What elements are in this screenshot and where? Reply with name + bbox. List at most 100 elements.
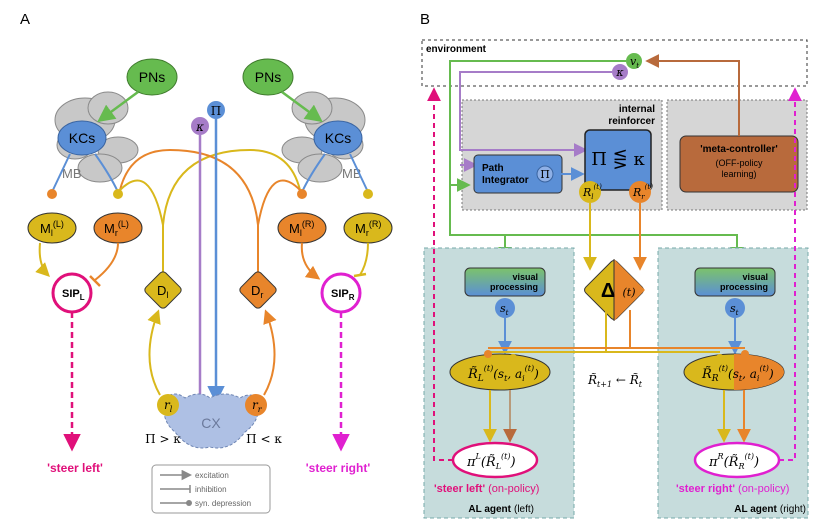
steer-left-label-b: 'steer left'(on-policy) <box>434 483 539 495</box>
sip-right-label: SIPR <box>331 288 355 302</box>
rl-node-b <box>579 181 601 203</box>
visual-processing-right <box>694 267 776 297</box>
panel-b-label: B <box>420 11 430 28</box>
steer-right-label-a: 'steer right' <box>306 461 371 475</box>
agent-left-label: AL agent(left) <box>468 504 534 515</box>
rr-label-b: Rr(t) <box>632 183 653 201</box>
dl-projection <box>162 148 301 272</box>
synapse-dot <box>484 350 492 358</box>
pi-lt-kappa: Π < κ <box>246 432 282 446</box>
pi-gt-kappa: Π > κ <box>145 432 181 446</box>
delta-label: Δ <box>601 280 615 302</box>
synapse-dot <box>113 189 123 199</box>
delta-node <box>584 259 645 321</box>
rl-label: rl <box>164 398 173 414</box>
agent-right-label: AL agent(right) <box>734 504 806 515</box>
vt-visual-line <box>449 60 744 261</box>
kappa-label-b: κ <box>615 66 624 79</box>
cx-shape <box>163 393 260 449</box>
kcs-label-right: KCs <box>325 130 351 146</box>
legend-box <box>151 464 271 514</box>
kcs-node-left <box>57 120 107 156</box>
pns-label-right: PNs <box>255 69 281 85</box>
rl-node <box>157 394 179 416</box>
kcs-node-right <box>313 120 363 156</box>
steer-right-loop <box>779 87 802 461</box>
synapse-dot <box>741 350 749 358</box>
compare-label: Π ⋚ κ <box>591 149 645 170</box>
pi-node-b <box>536 165 554 183</box>
pns-node-right <box>242 58 294 96</box>
update-rule: R̃t+1 ← R̃t <box>587 372 643 389</box>
st-node-left <box>495 298 515 318</box>
rl-label-b: Rl(t) <box>582 183 602 201</box>
synapse-dot <box>363 189 373 199</box>
mbon-ml-right-label: Ml(R) <box>289 219 314 238</box>
synapse-dot <box>716 354 724 362</box>
rl-dl-arrow <box>147 309 161 396</box>
pn-kc-arrow-left <box>97 90 139 123</box>
steer-left-loop <box>427 87 453 461</box>
pi-label-a: Π <box>211 104 221 118</box>
synapse-dot <box>509 354 517 362</box>
synapse-dot <box>47 189 57 199</box>
mbon-ml-left <box>27 212 77 244</box>
synapse-dot <box>297 189 307 199</box>
dl-node <box>144 271 182 309</box>
dl-projection-local <box>119 179 164 226</box>
environment-box <box>421 39 808 87</box>
steer-right-label-b: 'steer right'(on-policy) <box>676 483 789 495</box>
dr-projection <box>119 148 259 272</box>
delta-t-label: (t) <box>622 286 635 299</box>
mr-sip-inhibit-right <box>359 242 369 276</box>
st-label-right: st <box>730 302 739 317</box>
rr-node-b <box>629 181 651 203</box>
mbon-mr-right-label: Mr(R) <box>355 219 381 238</box>
kappa-node-b <box>612 64 628 80</box>
pns-node-left <box>126 58 178 96</box>
environment-label: environment <box>426 44 487 55</box>
kcs-label-left: KCs <box>69 130 95 146</box>
meta-controller-label: 'meta-controller' <box>700 144 778 155</box>
mbon-ml-left-label: Ml(L) <box>40 219 64 238</box>
dl-label: Dl <box>157 283 168 300</box>
meta-vt-arrow <box>645 54 740 136</box>
legend-depression-dot <box>186 500 192 506</box>
pi-label-b: Π <box>540 168 550 181</box>
kappa-compare-line <box>459 71 612 157</box>
vt-label: vt <box>630 55 639 70</box>
r-tilde-right <box>683 353 785 391</box>
ml-sip-arrow-right <box>300 242 321 280</box>
legend-excitation: excitation <box>195 471 229 480</box>
cx-label: CX <box>201 415 221 431</box>
inhibit-bar <box>353 272 367 278</box>
inhibit-bar <box>89 275 101 287</box>
kc-axon-left-b <box>94 153 119 193</box>
panel-a-label: A <box>20 11 30 28</box>
compare-node <box>584 129 652 191</box>
legend-depression: syn. depression <box>195 499 251 508</box>
rr-dr-arrow <box>263 309 277 396</box>
mb-label-left: MB <box>62 166 82 181</box>
kc-axon-left-a <box>51 153 71 193</box>
r-tilde-left <box>449 353 551 391</box>
st-node-right <box>725 298 745 318</box>
steer-left-label-a: 'steer left' <box>47 461 103 475</box>
mr-sip-inhibit-left <box>94 242 119 281</box>
dr-projection-local <box>257 179 301 226</box>
kappa-label-a: κ <box>195 120 204 134</box>
pn-kc-arrow-right <box>281 90 323 123</box>
sip-left-label: SIPL <box>62 288 85 302</box>
legend-inhibition: inhibition <box>195 485 227 494</box>
st-label-left: st <box>500 302 509 317</box>
kappa-node-a <box>191 117 209 135</box>
dr-label: Dr <box>251 283 263 300</box>
kc-axon-right-a <box>301 153 326 193</box>
pns-label-left: PNs <box>139 69 165 85</box>
